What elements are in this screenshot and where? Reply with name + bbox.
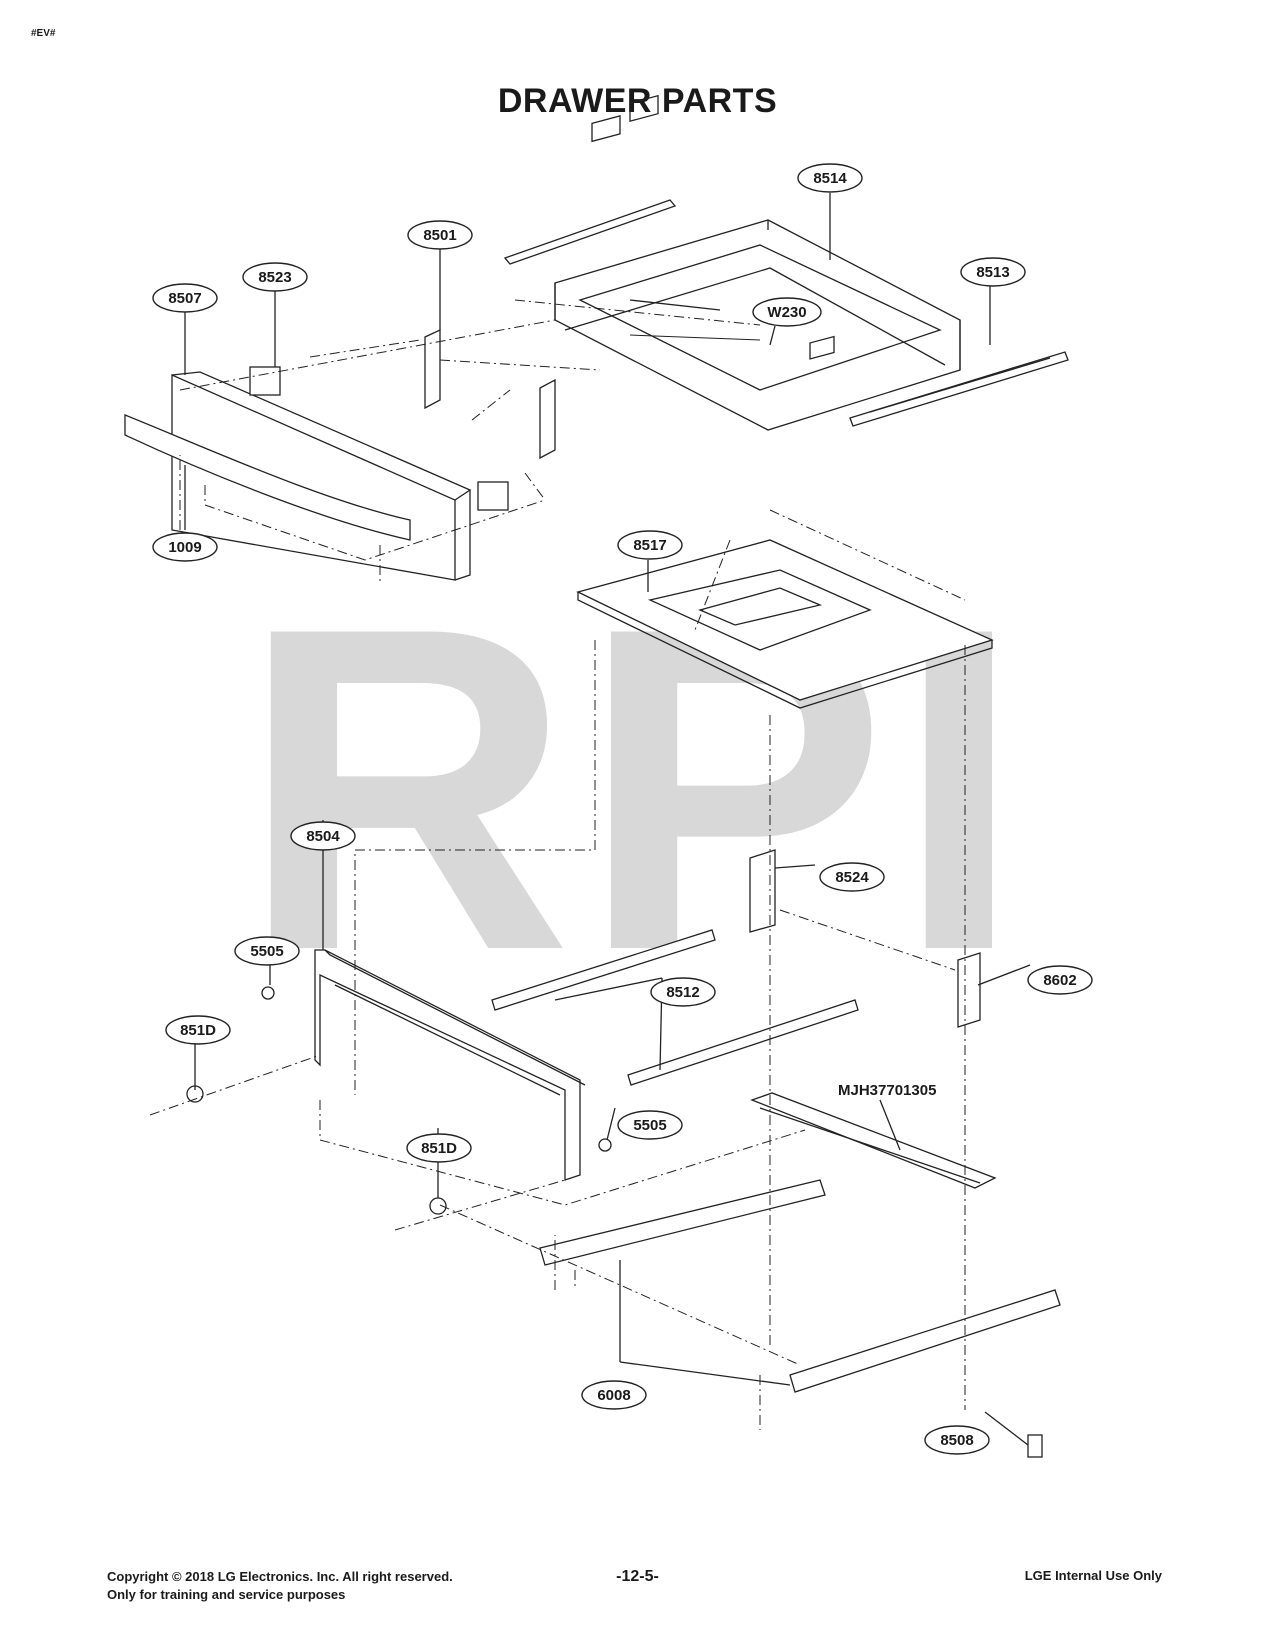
drawer-box-8514	[554, 94, 961, 431]
bracket-8602	[957, 952, 981, 1028]
bracket-8501-upper	[424, 328, 441, 410]
callout-8523: 8523	[258, 269, 291, 286]
callout-8602: 8602	[1043, 972, 1076, 989]
callout-5505-right: 5505	[633, 1117, 666, 1134]
callout-8517: 8517	[633, 537, 666, 554]
lower-frame-8504	[314, 949, 586, 1181]
spacer-5505-right	[598, 1138, 612, 1152]
callout-8524: 8524	[835, 869, 869, 886]
side-rail-8513	[849, 351, 1069, 427]
callout-851d-right: 851D	[421, 1140, 457, 1157]
part-number-leader	[879, 1099, 901, 1151]
callout-851d-left: 851D	[180, 1022, 216, 1039]
footer-classification: LGE Internal Use Only	[1024, 1568, 1162, 1583]
callout-6008: 6008	[597, 1387, 630, 1404]
callout-8507: 8507	[168, 290, 201, 307]
callout-8512: 8512	[666, 984, 699, 1001]
footer-usage: Only for training and service purposes	[107, 1587, 346, 1602]
slide-rail-8512-upper	[491, 929, 716, 1011]
callout-ellipses	[152, 163, 1093, 1455]
base-rail-6008-right	[789, 1289, 1061, 1393]
part-number-label: MJH37701305	[838, 1082, 936, 1099]
page-number: -12-5-	[616, 1568, 659, 1585]
footer-copyright: Copyright © 2018 LG Electronics. Inc. Al…	[107, 1569, 453, 1584]
handle-mount-upper	[249, 366, 281, 396]
bracket-8524	[749, 849, 776, 933]
document-code: #EV#	[31, 28, 56, 39]
top-rail-left	[503, 199, 677, 265]
base-rail-6008-left	[539, 1179, 826, 1266]
callout-1009: 1009	[168, 539, 201, 556]
callout-8514: 8514	[813, 170, 847, 187]
cross-member-mjh37701305	[750, 1092, 997, 1189]
callout-8501: 8501	[423, 227, 456, 244]
assembly-lines-top	[179, 299, 761, 585]
foot-8508	[1027, 1434, 1043, 1458]
leader-lines	[184, 193, 1031, 1446]
slide-rail-8512-lower	[627, 999, 859, 1086]
callout-labels: 8514 8501 8513 8523 8507 W230 1009 8517 …	[168, 170, 1076, 1449]
handle-mount-lower	[477, 481, 509, 511]
bracket-8501-lower	[539, 378, 556, 460]
handle-1009	[124, 414, 411, 541]
leveler-851d-right	[429, 1197, 447, 1215]
assembly-lines-lower	[149, 509, 966, 1430]
callout-w230: W230	[767, 304, 806, 321]
callout-5505-left: 5505	[250, 943, 283, 960]
callout-8508: 8508	[940, 1432, 973, 1449]
footer-copyright-block: Copyright © 2018 LG Electronics. Inc. Al…	[107, 1568, 453, 1604]
bottom-panel-8517	[576, 539, 994, 709]
callout-8513: 8513	[976, 264, 1009, 281]
spacer-5505-left	[261, 986, 275, 1000]
callout-8504: 8504	[306, 828, 340, 845]
